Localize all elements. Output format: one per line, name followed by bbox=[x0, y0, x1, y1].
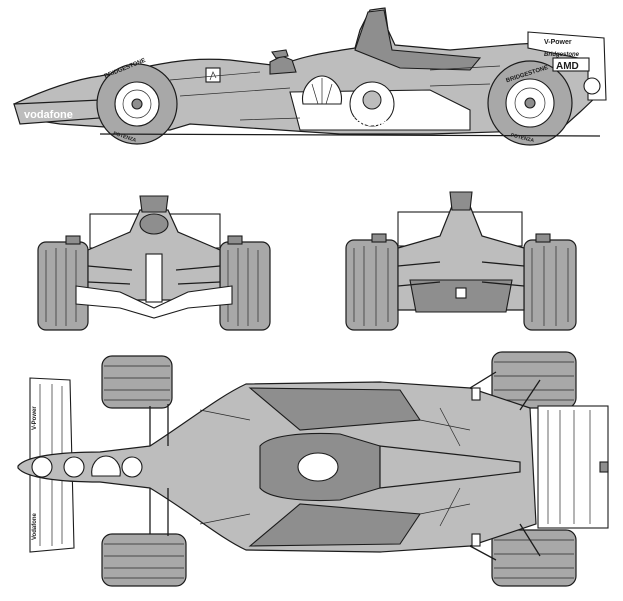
top-view-rear-left-wheel bbox=[491, 351, 577, 409]
front-view-right-wheel bbox=[219, 241, 271, 331]
sidepod-acer-text: acer bbox=[410, 118, 429, 128]
rear-wheel-side: BRIDGESTONE POTENZA bbox=[487, 60, 573, 146]
top-view-front-right-wheel bbox=[101, 533, 187, 587]
front-view-airbox bbox=[139, 195, 169, 213]
top-view: V-Power Vodafone bbox=[17, 351, 609, 587]
top-view-rear-light bbox=[599, 461, 609, 473]
rear-view-airbox bbox=[449, 191, 473, 211]
top-nose-bridgestone-icon bbox=[31, 456, 53, 478]
top-front-wing-vodafone: Vodafone bbox=[32, 512, 38, 540]
nose-vodafone-text: vodafone bbox=[24, 109, 73, 121]
rear-view-left-mirror bbox=[371, 233, 387, 243]
rear-view-light bbox=[455, 287, 467, 299]
front-view-right-mirror bbox=[227, 235, 243, 245]
front-wheel-side: BRIDGESTONE POTENZA bbox=[96, 58, 178, 145]
front-view-nose bbox=[145, 253, 163, 303]
rear-wing-bridgestone-text: Bridgestone bbox=[544, 52, 580, 58]
front-view bbox=[37, 195, 271, 331]
side-view: BRIDGESTONE POTENZA BRIDGESTONE POTENZA … bbox=[13, 7, 607, 146]
top-view-rear-right-wheel bbox=[491, 529, 577, 587]
top-shell-logo-icon bbox=[91, 455, 121, 477]
sidepod-vodafone-text: vodafone bbox=[334, 115, 388, 129]
rear-view-right-mirror bbox=[535, 233, 551, 243]
top-front-wing-vpower: V-Power bbox=[32, 406, 38, 430]
front-view-helmet bbox=[139, 213, 169, 235]
prancing-horse-icon bbox=[205, 67, 221, 83]
side-mirror bbox=[271, 49, 289, 59]
top-view-rear-wing bbox=[537, 405, 609, 529]
top-rear-bridgestone-right-icon bbox=[471, 533, 481, 547]
top-view-front-left-wheel bbox=[101, 355, 173, 409]
rear-wing-vpower-text: V-Power bbox=[544, 39, 572, 46]
top-nose-vodafone-icon bbox=[121, 456, 143, 478]
front-view-left-mirror bbox=[65, 235, 81, 245]
front-view-front-wing bbox=[75, 285, 233, 319]
rear-tyre-sidewall: POTENZA bbox=[510, 132, 535, 144]
cockpit-side bbox=[269, 55, 297, 75]
front-view-left-wheel bbox=[37, 241, 89, 331]
rear-view bbox=[345, 191, 577, 331]
top-view-helmet bbox=[297, 452, 339, 482]
rear-wing-amd-text: AMD bbox=[556, 61, 579, 72]
rear-wing-side bbox=[527, 31, 607, 101]
engine-cover bbox=[354, 9, 482, 71]
rear-wing-vodafone-icon bbox=[583, 77, 601, 95]
top-rear-bridgestone-left-icon bbox=[471, 387, 481, 401]
top-view-engine-cover bbox=[379, 445, 521, 489]
top-nose-marlboro-icon bbox=[63, 456, 85, 478]
